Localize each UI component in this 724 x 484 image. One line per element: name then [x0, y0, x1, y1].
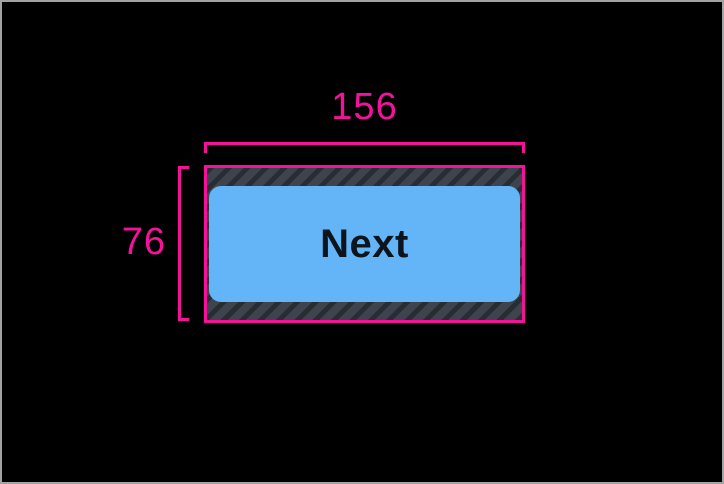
height-dimension-label: 76 [121, 221, 166, 263]
height-measurement-bracket [178, 166, 189, 321]
touch-target-bounds: Next [204, 165, 525, 323]
width-dimension-label: 156 [331, 86, 398, 128]
next-button-label: Next [320, 221, 409, 266]
width-measurement-bracket [204, 142, 525, 153]
next-button[interactable]: Next [209, 186, 520, 302]
